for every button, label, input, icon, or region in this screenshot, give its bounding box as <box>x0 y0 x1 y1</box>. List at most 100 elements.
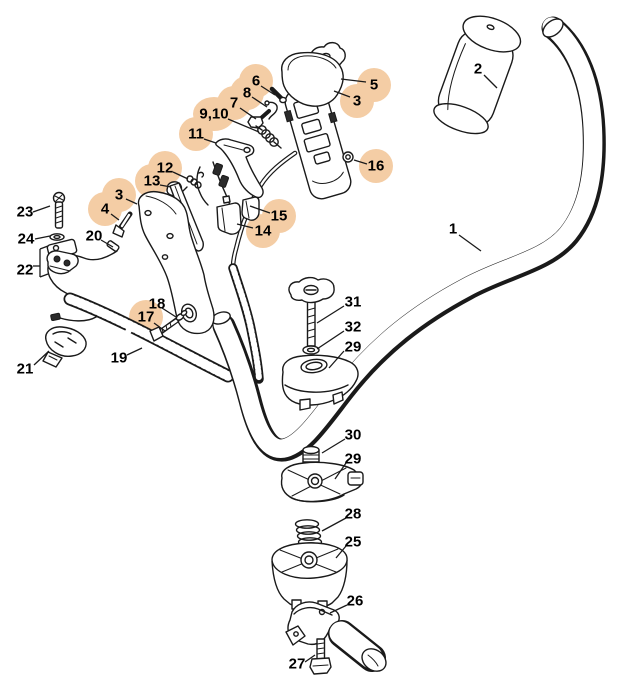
highlight-circle-4 <box>88 192 122 226</box>
leader-line-5 <box>340 78 367 83</box>
leader-line-18 <box>161 307 177 318</box>
callout-label-9-10[interactable]: 9,10 <box>199 106 228 123</box>
part-19-spiral-hose-art <box>63 292 235 383</box>
callout-label-3-top[interactable]: 3 <box>353 93 361 110</box>
callout-label-31: 31 <box>345 294 362 311</box>
part-15-slide-art <box>241 196 260 221</box>
leader-line-4 <box>110 213 120 221</box>
callout-4[interactable]: 4 <box>101 201 120 221</box>
part-14-slide-art <box>216 195 242 235</box>
callout-22: 22 <box>17 245 49 279</box>
leader-line-21 <box>33 350 50 366</box>
part-11-trigger-art <box>215 138 264 199</box>
callout-label-26: 26 <box>347 593 364 610</box>
part-18-washer-art <box>175 309 188 321</box>
callout-label-7[interactable]: 7 <box>230 95 238 112</box>
leader-line-25 <box>335 545 347 559</box>
part-3-handle-art <box>137 190 215 335</box>
callout-20: 20 <box>86 228 114 248</box>
leader-line-13 <box>159 184 172 188</box>
leader-line-23 <box>32 205 51 213</box>
callout-7[interactable]: 7 <box>230 95 257 120</box>
callout-label-25: 25 <box>345 534 362 551</box>
callout-12[interactable]: 12 <box>157 160 189 180</box>
callout-17[interactable]: 17 <box>138 309 166 332</box>
part-3-housing-cap-art <box>281 51 344 107</box>
callout-28: 28 <box>321 506 361 532</box>
callout-label-2: 2 <box>474 61 482 78</box>
part-4-screw-art <box>112 211 133 238</box>
callout-label-18: 18 <box>149 296 166 313</box>
leader-line-32 <box>316 330 345 350</box>
leader-line-19 <box>126 347 143 356</box>
callout-layer: 12356879,1011121334161514202324222119181… <box>17 61 498 673</box>
callout-16[interactable]: 16 <box>353 158 385 175</box>
part-26-saddle-clamp-art <box>285 601 340 646</box>
part-6-screw-art <box>269 86 287 104</box>
callout-8[interactable]: 8 <box>243 85 268 108</box>
part-21-clamp-art <box>42 326 87 368</box>
leader-line-16 <box>353 159 368 165</box>
callout-5[interactable]: 5 <box>340 77 378 94</box>
highlight-circle-13 <box>135 164 169 198</box>
callout-26: 26 <box>329 593 364 614</box>
callout-label-13[interactable]: 13 <box>144 173 161 190</box>
callout-label-5[interactable]: 5 <box>370 77 378 94</box>
callout-label-15[interactable]: 15 <box>271 208 288 225</box>
callout-label-6[interactable]: 6 <box>252 73 260 90</box>
callout-1: 1 <box>449 221 482 252</box>
callout-label-21: 21 <box>17 361 34 378</box>
part-29-handle-support-art <box>280 461 364 503</box>
callout-label-1: 1 <box>449 221 457 238</box>
callout-label-3-left[interactable]: 3 <box>115 187 123 204</box>
leader-line-7 <box>239 107 257 120</box>
callout-label-4[interactable]: 4 <box>101 201 110 218</box>
callout-label-14[interactable]: 14 <box>255 223 272 240</box>
leader-line-24 <box>34 235 51 240</box>
leader-line-29-upper <box>328 350 345 369</box>
leader-line-22 <box>39 273 49 278</box>
callout-label-24: 24 <box>18 231 35 248</box>
part-7-screw-art <box>247 109 271 129</box>
part-30-sleeve-nut-art <box>302 445 320 465</box>
callout-label-11[interactable]: 11 <box>188 126 204 143</box>
callout-6[interactable]: 6 <box>252 73 276 96</box>
callout-23: 23 <box>17 204 51 221</box>
highlight-circle-5 <box>357 68 391 102</box>
callout-label-27: 27 <box>289 656 306 673</box>
callout-11[interactable]: 11 <box>188 126 217 144</box>
leader-line-9-10 <box>227 118 260 133</box>
leader-line-3-left <box>125 198 138 205</box>
callout-29-upper: 29 <box>328 339 362 369</box>
callout-label-8[interactable]: 8 <box>243 85 251 102</box>
callout-3-top[interactable]: 3 <box>333 90 361 110</box>
leader-line-1 <box>458 234 482 252</box>
callout-15[interactable]: 15 <box>249 205 288 225</box>
part-20-throttle-cable-art <box>47 240 120 322</box>
callout-label-29-upper: 29 <box>345 339 362 356</box>
leader-line-17 <box>153 322 166 332</box>
leader-line-3-top <box>333 90 351 98</box>
callout-3-left[interactable]: 3 <box>115 187 138 205</box>
highlight-circle-11 <box>179 117 213 151</box>
part-1-handlebar-art <box>211 16 606 462</box>
callout-label-23: 23 <box>17 204 34 221</box>
leader-line-20 <box>100 239 114 248</box>
leader-line-6 <box>260 85 276 96</box>
callout-label-12[interactable]: 12 <box>157 160 174 177</box>
part-32-washer-art <box>302 345 320 355</box>
callout-30: 30 <box>321 427 361 454</box>
callout-label-17[interactable]: 17 <box>138 309 155 326</box>
highlight-circle-16 <box>359 149 393 183</box>
callout-13[interactable]: 13 <box>144 173 172 190</box>
leader-line-15 <box>249 205 271 214</box>
callout-label-16[interactable]: 16 <box>368 158 385 175</box>
callout-9-10[interactable]: 9,10 <box>199 106 260 133</box>
callout-27: 27 <box>289 654 316 673</box>
leader-line-26 <box>329 604 348 614</box>
callout-label-22: 22 <box>17 262 34 279</box>
callout-14[interactable]: 14 <box>236 223 272 240</box>
part-31-wing-screw-art <box>288 276 335 347</box>
